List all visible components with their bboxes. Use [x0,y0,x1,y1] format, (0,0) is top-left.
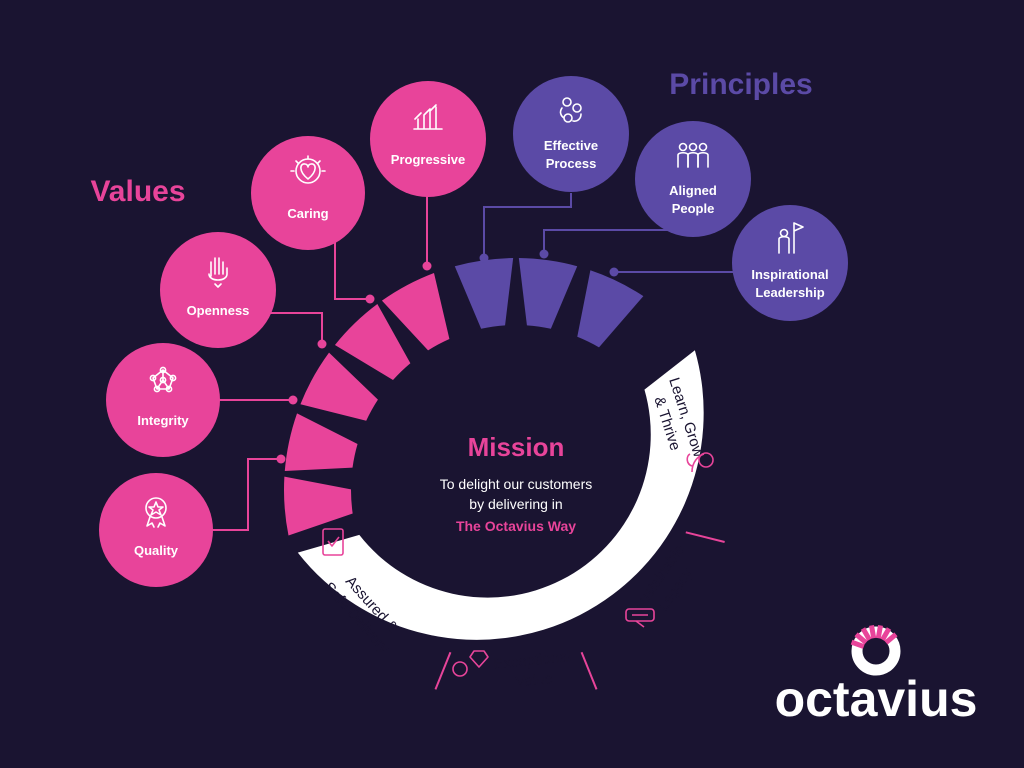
principle-label: Leadership [755,285,824,300]
plant-gear-icon [686,452,714,473]
connector-dot [317,339,327,349]
connector-dot [609,267,619,277]
connector-line [483,193,572,258]
value-integrity: Integrity [106,343,220,457]
principle-label: Aligned [669,183,717,198]
logo-tick [854,632,868,645]
ring-white-arc [297,350,704,640]
principle-circle [635,121,751,237]
values-heading: Values [90,175,185,208]
value-quality: Quality [99,473,213,587]
value-principle-circles: Quality Integrity Openness Caring Progressiv… [99,76,848,587]
principle-circle [513,76,629,192]
value-circle [251,136,365,250]
mission-block: Mission To delight our customers by deli… [440,432,593,534]
principle-label: Effective [544,138,598,153]
value-label: Quality [134,543,179,558]
value-circle [160,232,276,348]
connector-dot [539,249,549,259]
logo-tick [884,632,898,645]
value-label: Integrity [137,413,189,428]
leader-flag-icon [778,222,804,254]
value-wedge [381,272,450,351]
logo-tick [880,627,892,641]
value-wedge [284,476,353,536]
principles-heading: Principles [669,68,812,101]
octavius-logo: octavius [775,624,978,727]
principle-label: Inspirational [751,267,828,282]
logo-tick [875,624,883,639]
logo-tick [850,639,865,649]
logo-tick [860,627,872,641]
connector-line [543,229,670,254]
connector-dot [479,253,489,263]
principle-wedge [454,258,514,329]
diamond-gear-icon [452,650,489,677]
ring-divider [685,531,725,543]
logo-wordmark: octavius [775,671,978,727]
value-wedge [334,303,411,381]
value-openness: Openness [160,232,276,348]
value-circle [370,81,486,197]
ring-segment-label: Exceptional [493,648,572,673]
principle-label: People [672,201,715,216]
mission-line-2: by delivering in [469,496,562,512]
process-cycle-icon [559,97,582,123]
value-label: Progressive [391,152,465,167]
principle-circle [732,205,848,321]
handshake-icon [625,608,655,628]
connector-lines [212,193,735,531]
connector-dot [276,454,286,464]
connector-line [212,458,281,531]
connector-dot [288,395,298,405]
value-circle [99,473,213,587]
principle-label: Process [546,156,597,171]
mission-brand: The Octavius Way [456,518,576,534]
connector-dot [365,294,375,304]
growth-arrows-icon [413,104,443,130]
connector-dot [422,261,432,271]
ring-segment-label: Value [515,670,554,691]
team-group-icon [677,142,709,168]
heart-rays-icon [290,155,326,184]
octavius-ring-icon [850,624,901,676]
value-wedge [300,352,378,421]
connector-line [334,239,370,300]
logo-tick [869,624,877,639]
mission-line-1: To delight our customers [440,476,593,492]
mission-title: Mission [468,432,565,462]
principle-wedge [577,270,644,348]
clipboard-check-icon [322,528,344,556]
ring-divider [580,651,598,690]
principle-wedge [518,258,578,329]
value-label: Caring [287,206,328,221]
logo-ring [851,626,901,676]
connector-line [263,312,323,344]
open-hand-icon [208,257,228,288]
value-label: Openness [187,303,250,318]
ring-divider [434,651,452,690]
value-caring: Caring [251,136,365,250]
network-nodes-icon [149,366,177,393]
value-circle [106,343,220,457]
value-wedge [284,413,358,471]
value-progressive: Progressive [370,81,486,197]
rosette-star-icon [145,497,167,528]
